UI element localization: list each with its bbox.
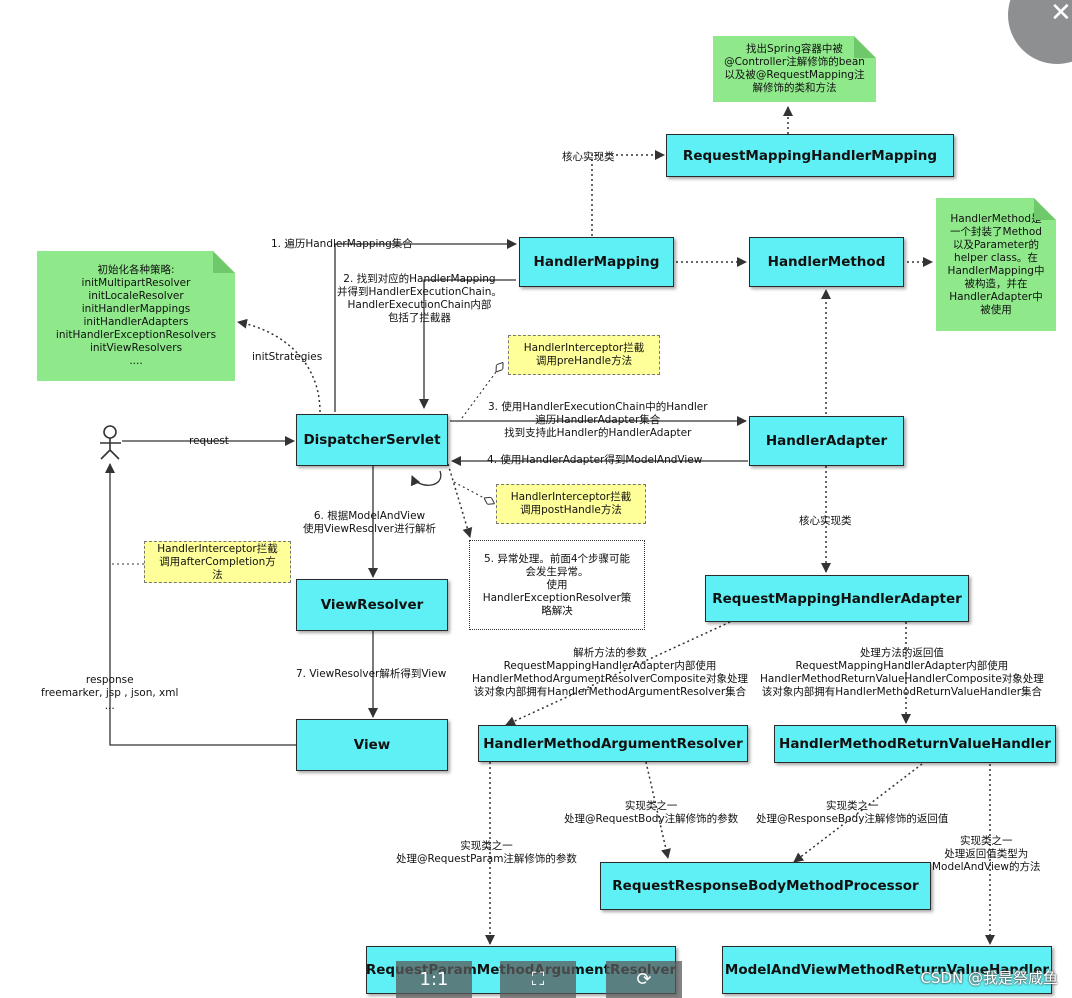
close-icon: ✕: [1050, 0, 1072, 28]
node-handler-method-return-value-handler: HandlerMethodReturnValueHandler: [774, 725, 1056, 763]
note-after-completion: HandlerInterceptor拦截 调用afterCompletion方 …: [144, 541, 291, 583]
node-handler-adapter: HandlerAdapter: [749, 416, 904, 466]
edge-hmrvh-to-rrbmp: [793, 763, 923, 863]
edge-ds-to-hm-step1: [334, 239, 517, 412]
zoom-one-to-one-button[interactable]: 1:1: [396, 961, 472, 998]
node-handler-mapping: HandlerMapping: [519, 237, 674, 287]
label-impl-request-body: 实现类之一 处理@RequestBody注解修饰的参数: [564, 800, 739, 825]
label-step7: 7. ViewResolver解析得到View: [296, 668, 447, 680]
node-request-mapping-handler-adapter: RequestMappingHandlerAdapter: [705, 575, 969, 622]
node-request-response-body-method-processor: RequestResponseBodyMethodProcessor: [600, 862, 931, 910]
label-impl-response-body: 实现类之一 处理@ResponseBody注解修饰的返回值: [756, 800, 949, 825]
edge-ds-to-init: [237, 318, 321, 413]
node-view-resolver: ViewResolver: [296, 579, 448, 631]
label-step4: 4. 使用HandlerAdapter得到ModelAndView: [487, 454, 703, 466]
label-request: request: [189, 435, 229, 447]
label-handle-return: 处理方法的返回值 RequestMappingHandlerAdapter内部使…: [760, 647, 1044, 698]
edge-ds-to-exception: [447, 463, 473, 538]
edge-ds-self-loop: [410, 470, 442, 487]
edge-view-to-actor-response: [105, 463, 296, 746]
edge-ds-to-post-handle: [453, 481, 484, 498]
label-step6: 6. 根据ModelAndView 使用ViewResolver进行解析: [303, 510, 437, 535]
node-handler-method-argument-resolver: HandlerMethodArgumentResolver: [478, 725, 748, 762]
label-step3: 3. 使用HandlerExecutionChain中的Handler 遍历Ha…: [488, 401, 708, 439]
fit-screen-button[interactable]: ⛶: [500, 961, 576, 998]
node-request-mapping-handler-mapping: RequestMappingHandlerMapping: [666, 134, 954, 177]
node-handler-method: HandlerMethod: [749, 237, 904, 287]
edge-hmar-to-rrbmp: [645, 761, 671, 859]
label-core-impl-mapping: 核心实现类: [562, 151, 615, 163]
label-step2: 2. 找到对应的HandlerMapping 并得到HandlerExecuti…: [337, 273, 502, 324]
note-pre-handle: HandlerInterceptor拦截 调用preHandle方法: [508, 335, 660, 375]
edge-hm-to-ds-step2: [419, 279, 516, 409]
note-handler-method-desc: HandlerMethod是 一个封装了Method 以及Parameter的 …: [936, 198, 1056, 331]
user-actor-icon: [100, 425, 121, 460]
node-model-and-view-method-return-value-handler: ModelAndViewMethodReturnValueHandler: [722, 946, 1052, 994]
note-post-handle: HandlerInterceptor拦截 调用postHandle方法: [496, 484, 646, 524]
rotate-button[interactable]: ⟳: [606, 961, 682, 998]
note-init-strategies: 初始化各种策略: initMultipartResolver initLocal…: [37, 251, 235, 381]
label-parse-params: 解析方法的参数 RequestMappingHandlerAdapter内部使用…: [472, 647, 748, 698]
csdn-watermark: CSDN @我是祭咸鱼: [920, 969, 1058, 987]
label-impl-request-param: 实现类之一 处理@RequestParam注解修饰的参数: [396, 840, 577, 865]
label-init-strategies: initStrategies: [252, 351, 323, 363]
node-dispatcher-servlet: DispatcherServlet: [296, 414, 448, 466]
label-impl-model-and-view: 实现类之一 处理返回值类型为 ModelAndView的方法: [932, 835, 1041, 873]
viewer-toolbar: 1:1 ⛶ ⟳: [396, 961, 684, 998]
label-core-impl-adapter: 核心实现类: [799, 515, 852, 527]
note-exception-handling: 5. 异常处理。前面4个步骤可能 会发生异常。 使用 HandlerExcept…: [469, 540, 645, 630]
label-step1: 1. 遍历HandlerMapping集合: [271, 238, 413, 250]
node-view: View: [296, 719, 448, 771]
note-find-spring-beans: 找出Spring容器中被 @Controller注解修饰的bean 以及被@Re…: [713, 36, 876, 102]
label-response: response freemarker, jsp , json, xml ...: [41, 674, 179, 712]
edge-hm-to-rmhm: [591, 150, 665, 236]
edge-rmha-to-hmar: [505, 621, 731, 726]
